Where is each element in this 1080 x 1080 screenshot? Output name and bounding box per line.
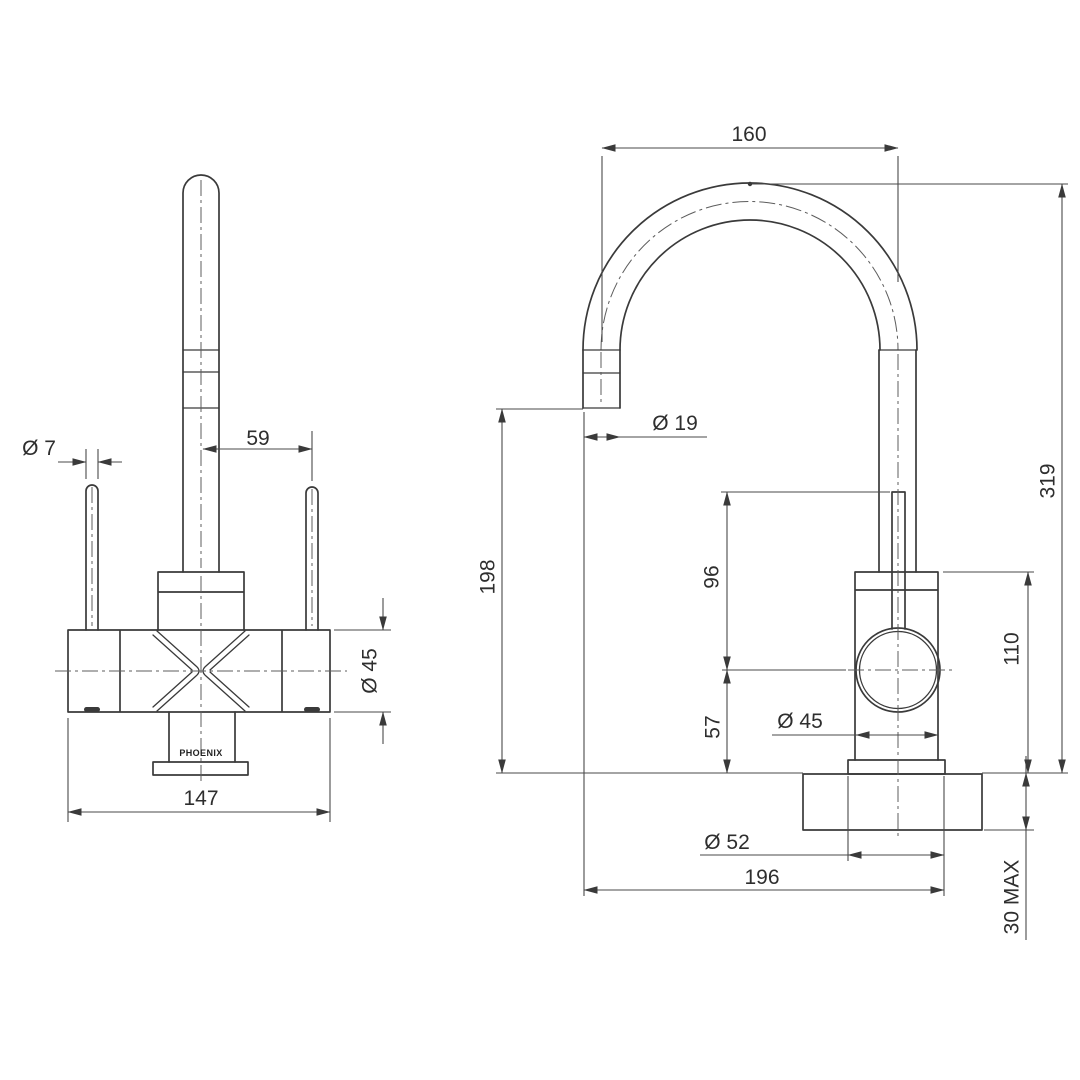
side-riser-tube [878, 349, 917, 573]
side-dimensions: 160 Ø 19 198 96 57 319 110 Ø 45 [477, 123, 1068, 940]
brand-label: PHOENIX [179, 748, 222, 758]
dim-front-body-diameter: Ø 45 [359, 648, 382, 694]
dim-body-height: 110 [1001, 632, 1024, 665]
dim-handle-offset: 59 [246, 427, 269, 450]
dim-overall-height: 319 [1037, 463, 1060, 498]
dim-overall-width: 147 [183, 787, 218, 810]
countertop-section [802, 773, 983, 831]
side-centerlines [600, 352, 952, 838]
dim-overall-projection: 196 [744, 866, 779, 889]
dim-spout-reach: 160 [731, 123, 766, 146]
front-right-handle [304, 486, 320, 712]
dim-lever-top-to-center: 96 [701, 565, 724, 588]
cross-junction-right [202, 630, 250, 712]
arc-apex-point [747, 181, 753, 187]
dim-base-diameter: Ø 52 [704, 831, 750, 854]
dim-center-to-bench: 57 [702, 715, 725, 738]
front-dimensions: Ø 7 59 147 Ø 45 [22, 427, 391, 822]
side-view: 160 Ø 19 198 96 57 319 110 Ø 45 [477, 123, 1068, 940]
dim-spout-tube-diameter: Ø 19 [652, 412, 698, 435]
dim-handle-diameter: Ø 7 [22, 437, 56, 460]
dim-bench-thickness-max: 30 MAX [1001, 860, 1024, 935]
front-view: PHOENIX Ø 7 59 147 Ø 45 [22, 174, 391, 822]
cross-junction-left [152, 630, 200, 712]
dim-side-body-diameter: Ø 45 [777, 710, 823, 733]
dim-spout-outlet-height: 198 [477, 559, 500, 594]
front-left-handle [84, 484, 100, 712]
front-centerlines [55, 180, 347, 782]
front-base [152, 711, 249, 776]
